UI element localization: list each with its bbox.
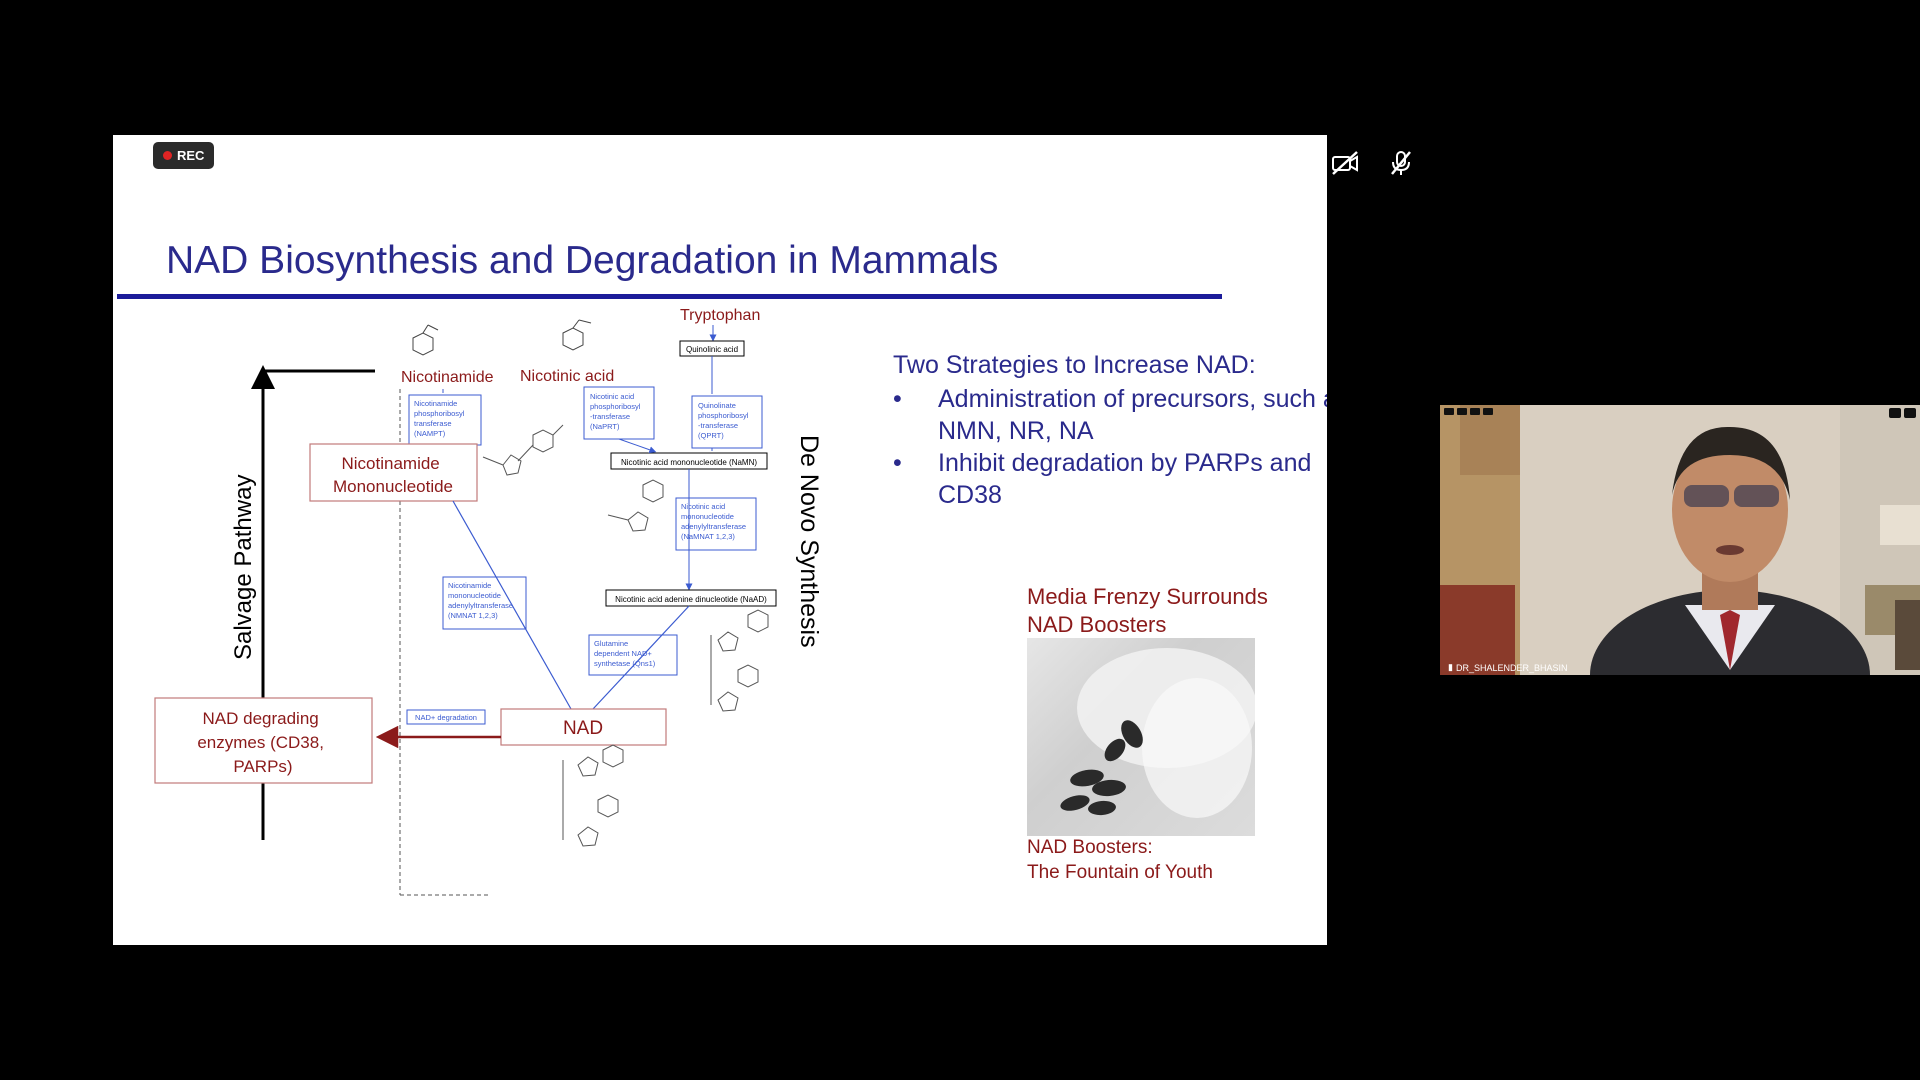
strategy-item: Administration of precursors, such as NM…	[893, 383, 1327, 447]
nicotinamide-label: Nicotinamide	[401, 369, 494, 386]
media-caption-line2: The Fountain of Youth	[1027, 862, 1213, 883]
strategy-item: Inhibit degradation by PARPs and CD38	[893, 447, 1327, 511]
naad-structure	[710, 609, 769, 712]
participant-video-feed	[1440, 405, 1920, 675]
nicotinic-acid-label: Nicotinic acid	[520, 368, 614, 385]
video-off-icon[interactable]	[1330, 148, 1360, 178]
degrading-enzymes-box	[154, 697, 373, 784]
presentation-slide: REC NAD Biosynthesis and Degradation in …	[113, 135, 1327, 945]
participant-video-tile[interactable]: ▮ DR_SHALENDER_BHASIN	[1440, 405, 1920, 675]
participant-name-label: DR_SHALENDER_BHASIN	[1455, 662, 1568, 673]
nmnat-box	[442, 576, 527, 630]
nmn-structure	[482, 424, 564, 476]
nad-degradation-label: NAD+ degradation	[415, 713, 477, 722]
strategies-heading: Two Strategies to Increase NAD:	[893, 351, 1256, 379]
nad-booster-pills-image	[1027, 638, 1255, 836]
nicotinamide-structure	[412, 324, 439, 356]
nampt-text: Nicotinamide phosphoribosyl transferase …	[414, 399, 467, 438]
meeting-controls	[1330, 148, 1416, 178]
nmn-box	[309, 443, 478, 502]
signal-bars-icon: ▮	[1448, 662, 1453, 672]
media-heading: Media Frenzy Surrounds NAD Boosters	[1027, 583, 1327, 639]
nad-pathway-diagram: Salvage Pathway De Novo Synthesis Trypto…	[154, 307, 823, 896]
qns1-box	[588, 634, 678, 676]
participant-name: ▮ DR_SHALENDER_BHASIN	[1448, 662, 1568, 673]
nmnat-text: Nicotinamide mononucleotide adenylyltran…	[448, 581, 515, 620]
video-tile-options[interactable]	[1889, 408, 1916, 418]
de-novo-label: De Novo Synthesis	[795, 435, 823, 648]
naprt-box	[583, 386, 655, 440]
tryptophan-label: Tryptophan	[680, 307, 760, 324]
qprt-text: Quinolinate phosphoribosyl -transferase …	[698, 401, 751, 440]
media-heading-line1: Media Frenzy Surrounds	[1027, 584, 1268, 609]
naprt-text: Nicotinic acid phosphoribosyl -transfera…	[590, 392, 643, 431]
strategies-list: Administration of precursors, such as NM…	[893, 383, 1327, 511]
naad-box	[605, 589, 777, 607]
qns1-text: Glutamine dependent NAD+ synthetase (Qns…	[594, 639, 656, 668]
salvage-pathway-label: Salvage Pathway	[230, 475, 257, 660]
namn-label: Nicotinic acid mononucleotide (NaMN)	[621, 458, 757, 467]
naad-label: Nicotinic acid adenine dinucleotide (NaA…	[615, 595, 767, 604]
namnat-text: Nicotinic acid mononucleotide adenylyltr…	[681, 502, 748, 541]
nmn-text: Nicotinamide Mononucleotide	[333, 454, 453, 496]
nad-box	[500, 708, 667, 746]
quinolinic-acid-label: Quinolinic acid	[686, 345, 738, 354]
media-caption-line1: NAD Boosters:	[1027, 837, 1153, 858]
nicotinic-acid-structure	[562, 319, 592, 351]
recording-label: REC	[177, 148, 205, 163]
degrading-enzymes-text: NAD degrading enzymes (CD38, PARPs)	[197, 709, 328, 776]
nampt-box	[408, 394, 482, 446]
title-underline	[117, 294, 1222, 299]
nad-structure	[562, 744, 624, 847]
recording-indicator: REC	[153, 142, 215, 169]
nad-label: NAD	[563, 718, 603, 739]
qprt-box	[691, 395, 763, 449]
namn-structure	[607, 479, 664, 532]
record-dot-icon	[163, 151, 172, 160]
media-caption: NAD Boosters: The Fountain of Youth	[1027, 835, 1213, 885]
mic-muted-icon[interactable]	[1386, 148, 1416, 178]
nad-degradation-box	[406, 709, 486, 725]
media-heading-line2: NAD Boosters	[1027, 612, 1167, 637]
video-tile-toolbar	[1444, 408, 1493, 415]
slide-title: NAD Biosynthesis and Degradation in Mamm…	[166, 239, 999, 282]
